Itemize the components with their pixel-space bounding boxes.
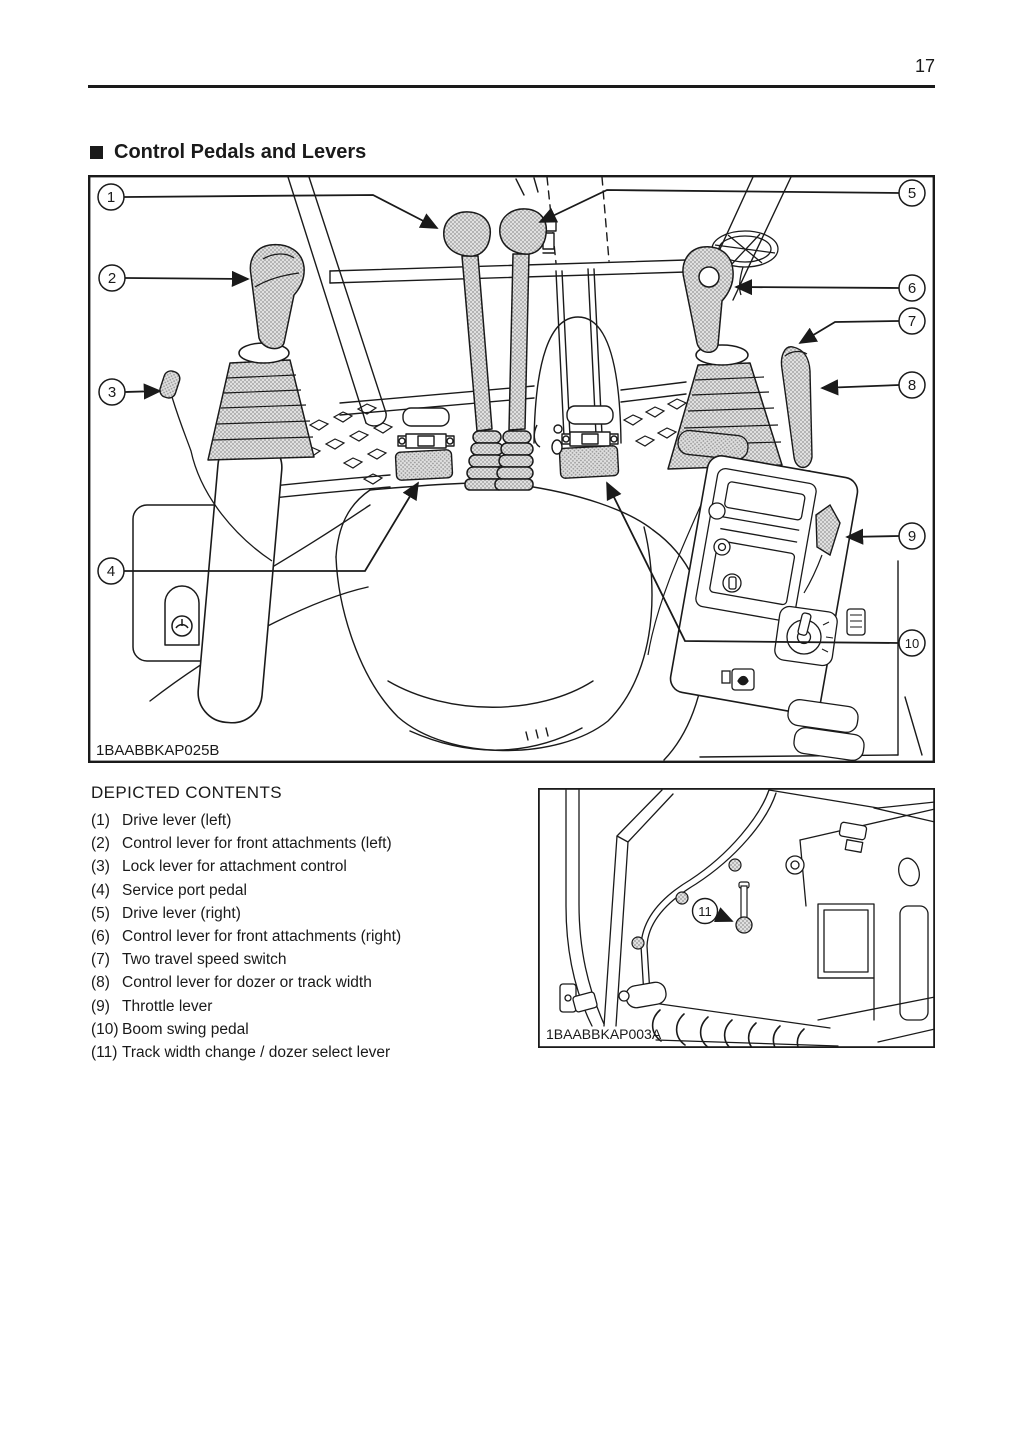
callout-2: 2 bbox=[98, 264, 126, 292]
callout-4: 4 bbox=[97, 557, 125, 585]
floor-and-seat bbox=[149, 474, 923, 761]
depicted-contents: DEPICTED CONTENTS (1)Drive lever (left) … bbox=[91, 783, 561, 1064]
section-title: Control Pedals and Levers bbox=[114, 141, 367, 163]
contents-item: (8)Control lever for dozer or track widt… bbox=[91, 974, 372, 992]
callout-5: 5 bbox=[898, 179, 926, 207]
callout-11: 11 bbox=[691, 897, 734, 925]
key-switch bbox=[774, 605, 838, 667]
contents-item: (10)Boom swing pedal bbox=[91, 1020, 249, 1038]
contents-item: (1)Drive lever (left) bbox=[91, 812, 232, 829]
callout-1: 1 bbox=[97, 183, 125, 211]
page-number: 17 bbox=[914, 56, 935, 76]
panel-bolts bbox=[631, 858, 742, 950]
callout-leaders bbox=[123, 189, 900, 644]
boom-swing-pedal bbox=[533, 405, 620, 479]
svg-text:5: 5 bbox=[908, 185, 916, 202]
floor-tread-pattern bbox=[300, 398, 688, 485]
svg-text:2: 2 bbox=[108, 270, 116, 287]
select-lever bbox=[735, 881, 753, 934]
svg-text:11: 11 bbox=[698, 904, 712, 919]
contents-item: (6)Control lever for front attachments (… bbox=[91, 928, 402, 946]
main-figure: 1 2 3 4 5 6 7 8 9 10 1BAABBKAP025B bbox=[88, 175, 935, 763]
left-joystick bbox=[207, 243, 315, 461]
callout-3: 3 bbox=[98, 378, 126, 406]
section-heading: Control Pedals and Levers bbox=[90, 141, 366, 164]
svg-text:9: 9 bbox=[908, 528, 916, 545]
svg-text:7: 7 bbox=[908, 313, 916, 330]
drive-levers bbox=[443, 208, 548, 491]
callout-9: 9 bbox=[898, 522, 926, 550]
contents-item: (11)Track width change / dozer select le… bbox=[91, 1044, 391, 1062]
main-figure-drawing: 1 2 3 4 5 6 7 8 9 10 1BAABBKAP025B bbox=[88, 175, 935, 763]
right-console bbox=[669, 429, 866, 761]
throttle-lever bbox=[803, 503, 841, 594]
lock-lever bbox=[159, 370, 273, 562]
figure2-caption: 1BAABBKAP003A bbox=[546, 1026, 662, 1042]
header-rule bbox=[88, 85, 935, 88]
contents-item: (3)Lock lever for attachment control bbox=[91, 858, 347, 876]
contents-item: (7)Two travel speed switch bbox=[91, 951, 287, 969]
contents-heading: DEPICTED CONTENTS bbox=[91, 783, 282, 802]
svg-text:1: 1 bbox=[107, 189, 115, 206]
square-bullet-icon bbox=[90, 146, 103, 159]
svg-text:6: 6 bbox=[908, 280, 916, 297]
contents-item: (9)Throttle lever bbox=[91, 997, 213, 1015]
contents-item: (5)Drive lever (right) bbox=[91, 904, 241, 922]
machine-frame bbox=[559, 789, 936, 1043]
callout-8: 8 bbox=[898, 371, 926, 399]
callout-10: 10 bbox=[898, 629, 926, 657]
inset-figure: 11 1BAABBKAP003A bbox=[537, 787, 936, 1057]
corrugated-hose bbox=[618, 981, 839, 1057]
svg-text:4: 4 bbox=[107, 563, 115, 580]
figure1-caption: 1BAABBKAP025B bbox=[96, 742, 219, 759]
callout-7: 7 bbox=[898, 307, 926, 335]
callouts: 1 2 3 4 5 6 7 8 9 10 bbox=[97, 179, 926, 657]
service-port-pedal bbox=[394, 407, 455, 481]
svg-text:10: 10 bbox=[905, 636, 919, 651]
console-details bbox=[721, 608, 866, 761]
svg-text:8: 8 bbox=[908, 377, 916, 394]
callout-6: 6 bbox=[898, 274, 926, 302]
inset-figure-drawing: 11 1BAABBKAP003A bbox=[537, 787, 936, 1057]
contents-item: (2)Control lever for front attachments (… bbox=[91, 835, 392, 853]
svg-text:3: 3 bbox=[108, 384, 116, 401]
contents-item: (4)Service port pedal bbox=[91, 881, 247, 899]
